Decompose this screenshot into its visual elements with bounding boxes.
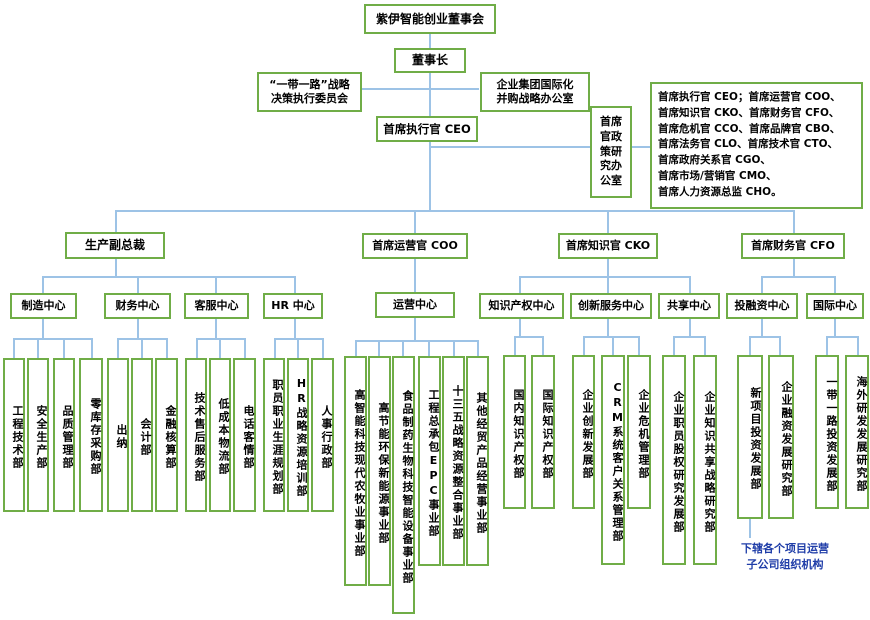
chief-officers-line: 首席执行官 CEO；首席运营官 COO、 (658, 91, 841, 103)
dept-resource-integration: 十三五战略资源整合事业部 (442, 356, 465, 566)
customer-center-box: 客服中心 (184, 293, 249, 319)
dept-smart-agriculture: 高智能科技现代农牧业事业部 (344, 356, 367, 586)
strategy-committee-line-1: “一带一路”战略 (269, 78, 350, 92)
dept-belt-road-investment: 一带一路投资发展部 (815, 355, 839, 509)
chief-officers-box: 首席执行官 CEO；首席运营官 COO、 首席知识官 CKO、首席财务官 CFO… (650, 82, 863, 209)
hr-center-box: HR 中心 (263, 293, 323, 319)
dept-hr-strategy-training: HR战略资源培训部 (287, 358, 309, 512)
strategy-committee-line-2: 决策执行委员会 (271, 92, 348, 105)
cfo-box: 首席财务官 CFO (741, 233, 845, 259)
dept-phone-relations: 电话客情部 (233, 358, 256, 512)
chief-officers-line: 首席人力资源总监 CHO。 (658, 185, 782, 198)
dept-safe-production: 安全生产部 (27, 358, 49, 512)
dept-financial-accounting: 金融核算部 (155, 358, 178, 512)
vp-production-box: 生产副总裁 (65, 232, 165, 259)
dept-international-ip: 国际知识产权部 (531, 355, 555, 509)
dept-knowledge-sharing: 企业知识共享战略研究部 (693, 355, 717, 565)
dept-zero-inventory-purchasing: 零库存采购部 (79, 358, 103, 512)
mna-office-line-2: 并购战略办公室 (496, 92, 574, 105)
innovation-center-box: 创新服务中心 (570, 293, 652, 319)
operations-center-box: 运营中心 (375, 292, 455, 318)
ip-center-box: 知识产权中心 (479, 293, 564, 319)
dept-career-planning: 职员职业生涯规划部 (263, 358, 285, 512)
dept-engineering-tech: 工程技术部 (3, 358, 25, 512)
dept-domestic-ip: 国内知识产权部 (503, 355, 526, 509)
dept-cashier: 出纳 (107, 358, 129, 512)
dept-new-project-investment: 新项目投资发展部 (737, 355, 763, 519)
dept-biotech-equipment: 食品制药生物科技智能设备事业部 (392, 356, 415, 614)
dept-low-cost-logistics: 低成本物流部 (209, 358, 231, 512)
policy-office-box: 首席官政策研究办公室 (590, 106, 632, 198)
international-center-box: 国际中心 (806, 293, 864, 319)
dept-crm: CRM系统客户关系管理部 (601, 355, 625, 565)
chief-officers-line: 首席法务官 CLO、首席技术官 CTO、 (658, 138, 839, 151)
dept-enterprise-innovation: 企业创新发展部 (572, 355, 595, 509)
board-box: 紫伊智能创业董事会 (364, 4, 496, 34)
subsidiary-note: 下辖各个项目运营 子公司组织机构 (730, 538, 840, 576)
dept-financing-research: 企业融资发展研究部 (768, 355, 794, 519)
dept-crisis-management: 企业危机管理部 (627, 355, 651, 509)
ceo-box: 首席执行官 CEO (376, 116, 478, 142)
dept-tech-aftersales: 技术售后服务部 (185, 358, 207, 512)
chief-officers-line: 首席知识官 CKO、首席财务官 CFO、 (658, 106, 840, 119)
chief-officers-line: 首席政府关系官 CGO、 (658, 154, 771, 166)
dept-accounting: 会计部 (131, 358, 153, 512)
chief-officers-line: 首席危机官 CCO、首席品牌官 CBO、 (658, 122, 841, 135)
dept-personnel-admin: 人事行政部 (311, 358, 334, 512)
mna-office-box: 企业集团国际化 并购战略办公室 (480, 72, 590, 112)
finance-center-box: 财务中心 (104, 293, 171, 319)
dept-epc-contracting: 工程总承包EPC事业部 (418, 356, 441, 566)
dept-employee-equity: 企业职员股权研究发展部 (662, 355, 686, 565)
coo-box: 首席运营官 COO (362, 233, 468, 259)
strategy-committee-box: “一带一路”战略 决策执行委员会 (257, 72, 362, 112)
chief-officers-line: 首席市场/营销官 CMO、 (658, 169, 777, 182)
sharing-center-box: 共享中心 (658, 293, 720, 319)
manufacturing-center-box: 制造中心 (10, 293, 77, 319)
dept-other-trade: 其他经贸产品经营事业部 (466, 356, 489, 566)
subsidiary-note-line-2: 子公司组织机构 (746, 558, 824, 571)
dept-quality-management: 品质管理部 (53, 358, 75, 512)
dept-overseas-rnd: 海外研发发展研究部 (845, 355, 869, 509)
investment-center-box: 投融资中心 (726, 293, 798, 319)
dept-new-energy: 高节能环保新能源事业部 (368, 356, 391, 586)
subsidiary-note-line-1: 下辖各个项目运营 (741, 542, 829, 556)
cko-box: 首席知识官 CKO (558, 233, 658, 259)
mna-office-line-1: 企业集团国际化 (496, 78, 574, 92)
chairman-box: 董事长 (394, 48, 466, 73)
